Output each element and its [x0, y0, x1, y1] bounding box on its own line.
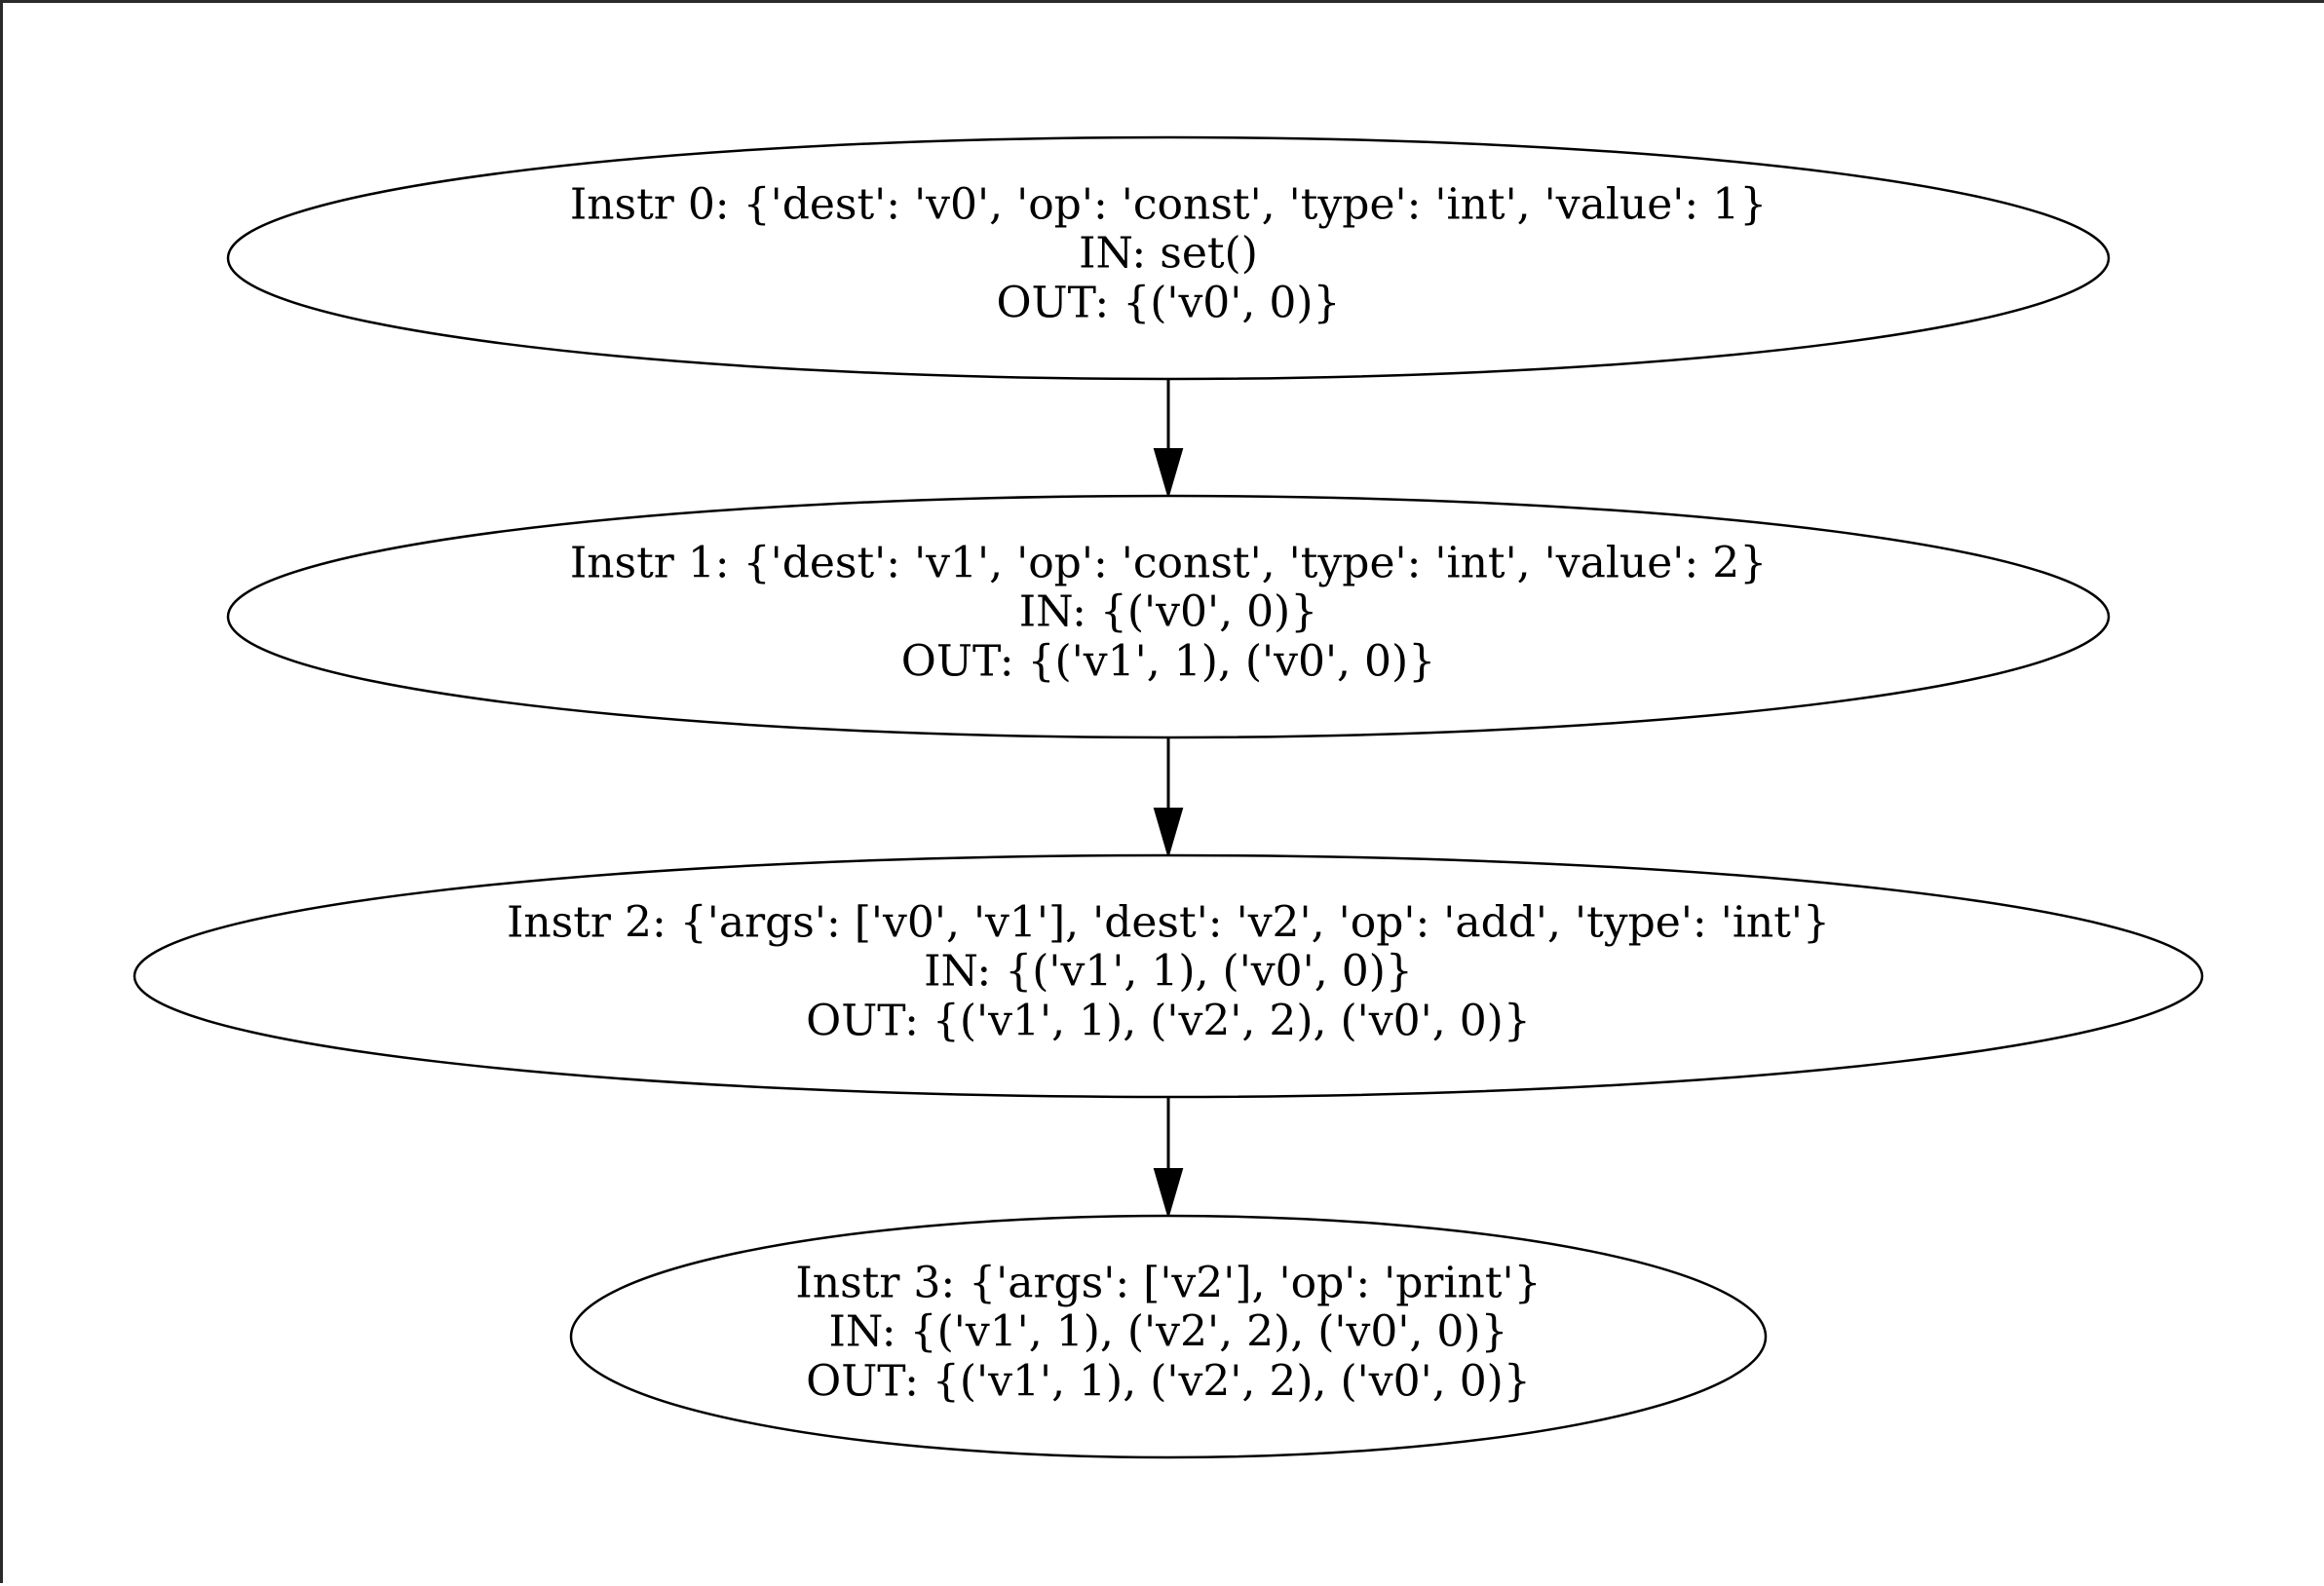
node-instr1: Instr 1: {'dest': 'v1', 'op': 'const', '… [226, 494, 2111, 739]
arrow-head-icon [1153, 808, 1184, 859]
node-instruction-label: Instr 3: {'args': ['v2'], 'op': 'print'} [795, 1259, 1541, 1308]
node-ellipse [226, 494, 2111, 739]
flowchart-diagram: Instr 0: {'dest': 'v0', 'op': 'const', '… [133, 135, 2204, 1459]
node-in-label: IN: {('v0', 0)} [1019, 587, 1317, 637]
node-instr0: Instr 0: {'dest': 'v0', 'op': 'const', '… [226, 135, 2111, 381]
node-out-label: OUT: {('v0', 0)} [996, 279, 1340, 328]
edge-instr0-to-instr1 [1153, 379, 1184, 500]
node-instruction-label: Instr 1: {'dest': 'v1', 'op': 'const', '… [570, 539, 1767, 588]
edges-layer [1153, 379, 1184, 1220]
node-ellipse [569, 1214, 1768, 1459]
arrow-head-icon [1153, 1168, 1184, 1220]
node-out-label: OUT: {('v1', 1), ('v2', 2), ('v0', 0)} [806, 1357, 1531, 1407]
edge-instr1-to-instr2 [1153, 737, 1184, 859]
arrow-head-icon [1153, 448, 1184, 500]
node-out-label: OUT: {('v1', 1), ('v0', 0)} [901, 637, 1435, 687]
node-in-label: IN: {('v1', 1), ('v2', 2), ('v0', 0)} [828, 1307, 1507, 1357]
edge-instr2-to-instr3 [1153, 1097, 1184, 1220]
node-ellipse [226, 135, 2111, 381]
nodes-layer: Instr 0: {'dest': 'v0', 'op': 'const', '… [133, 135, 2204, 1459]
node-in-label: IN: set() [1079, 229, 1258, 279]
node-instruction-label: Instr 2: {'args': ['v0', 'v1'], 'dest': … [507, 898, 1830, 948]
node-out-label: OUT: {('v1', 1), ('v2', 2), ('v0', 0)} [806, 997, 1531, 1046]
node-ellipse [133, 853, 2204, 1099]
node-in-label: IN: {('v1', 1), ('v0', 0)} [924, 947, 1413, 997]
node-instr2: Instr 2: {'args': ['v0', 'v1'], 'dest': … [133, 853, 2204, 1099]
node-instruction-label: Instr 0: {'dest': 'v0', 'op': 'const', '… [570, 180, 1767, 230]
node-instr3: Instr 3: {'args': ['v2'], 'op': 'print'}… [569, 1214, 1768, 1459]
